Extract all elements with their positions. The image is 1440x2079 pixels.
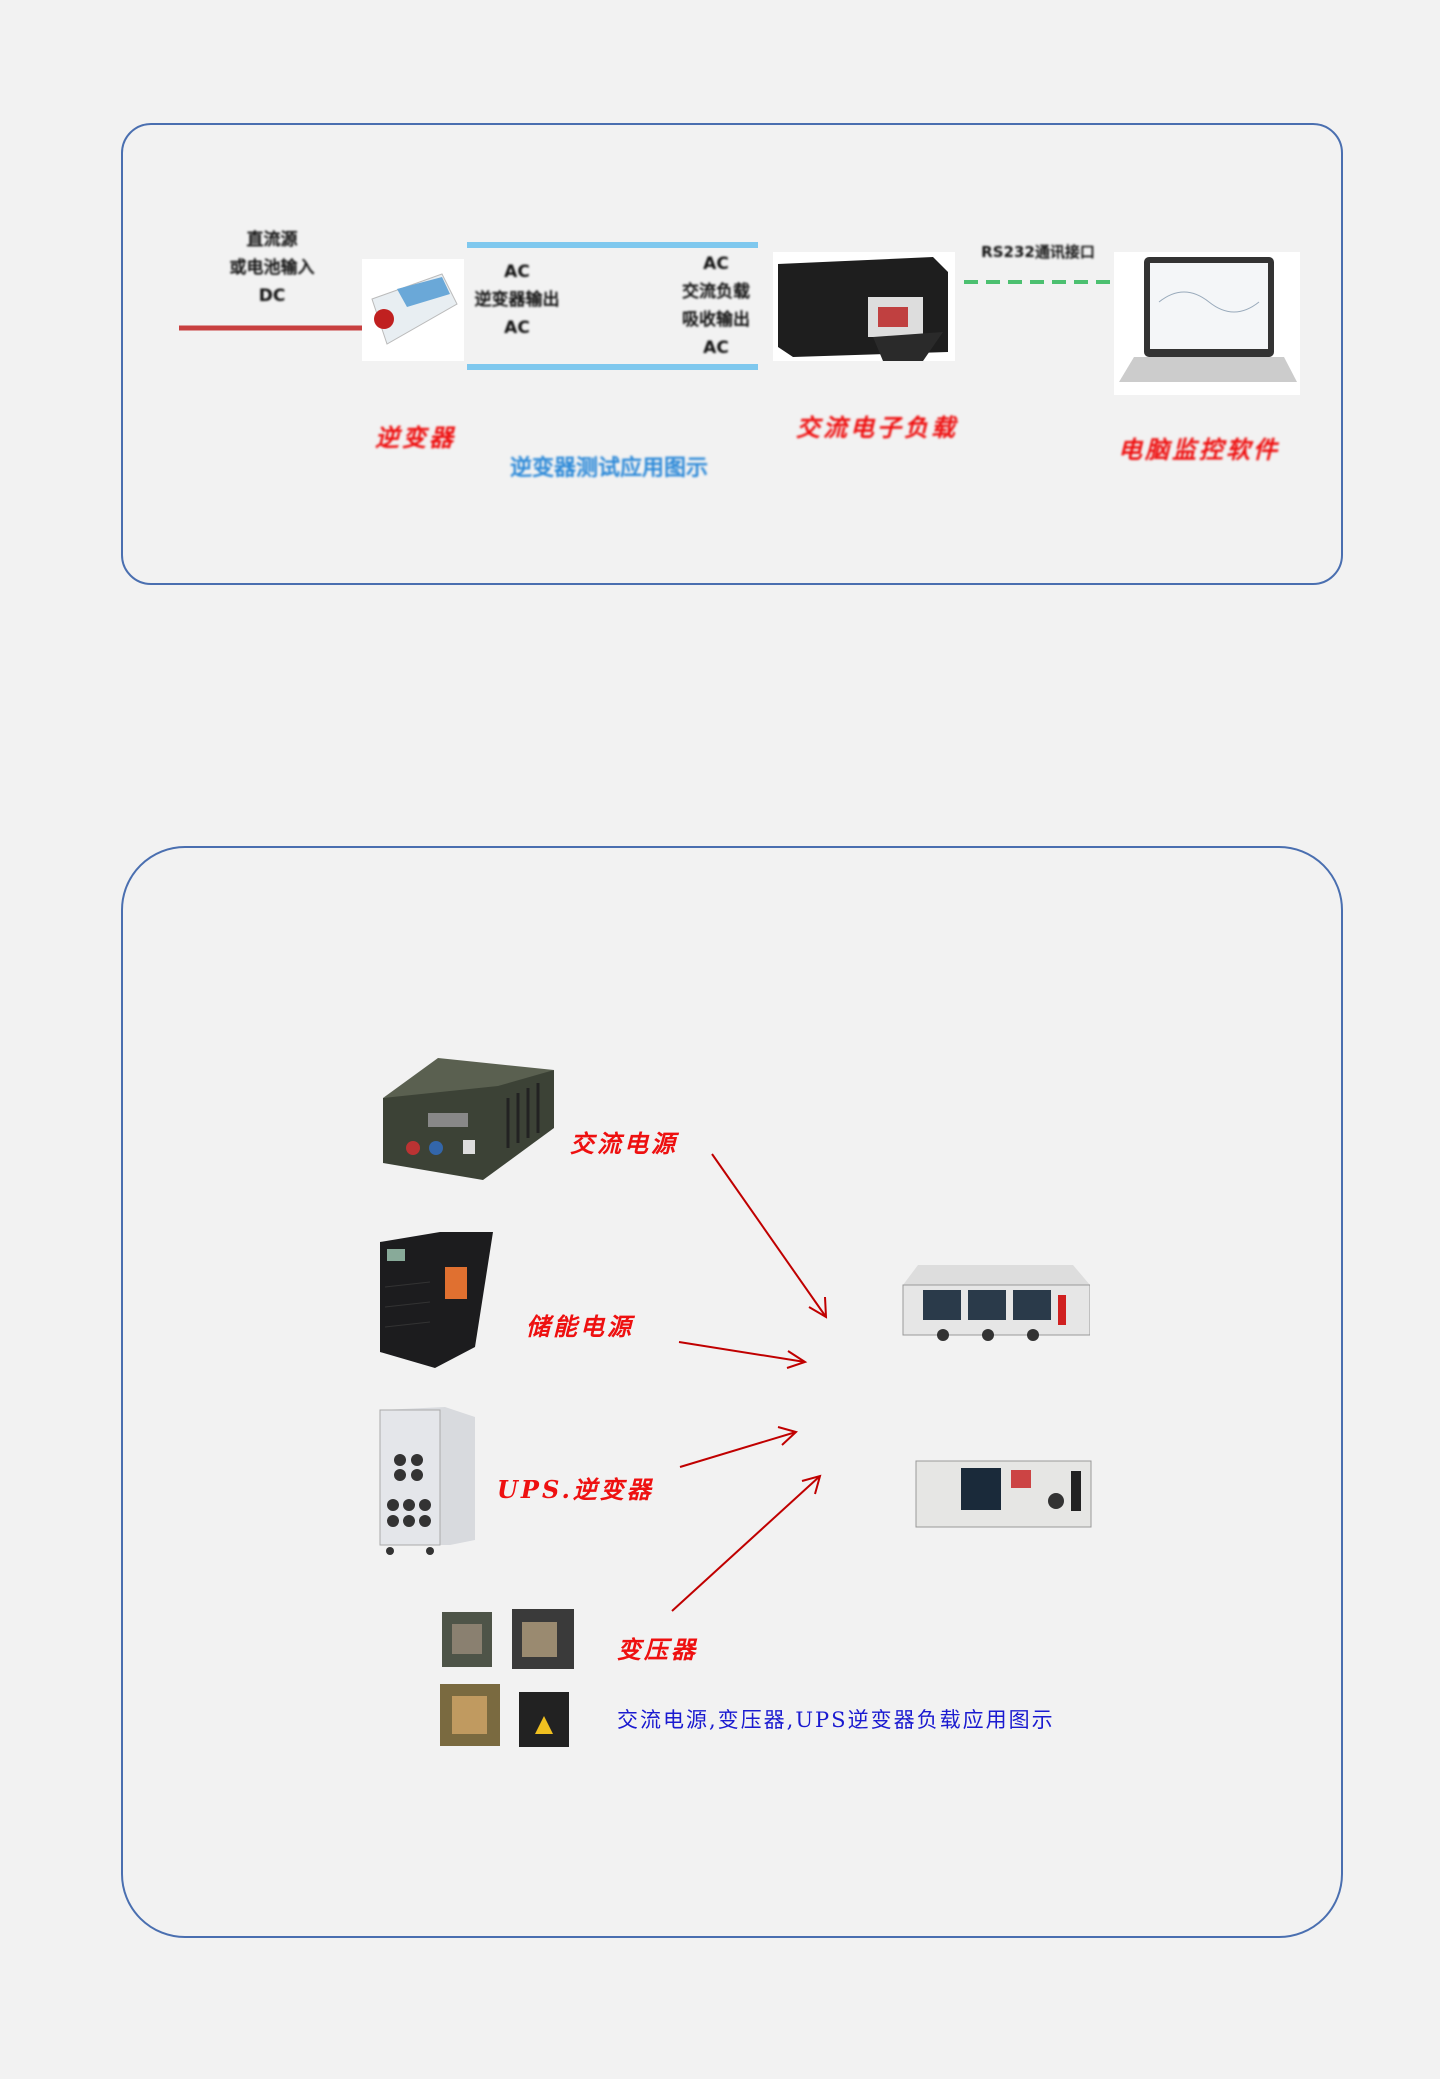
inverter-output-label: AC 逆变器输出 AC (462, 258, 572, 342)
rs232-label: RS232通讯接口 (981, 243, 1095, 261)
ac-load-label: 交流电子负载 (796, 413, 958, 442)
ac-electronic-load-image (773, 252, 955, 361)
label-line: AC (703, 254, 729, 274)
label-line: AC (504, 262, 530, 282)
diagram2-arrows (671, 1153, 828, 1612)
arrow-ups-inverter (679, 1426, 798, 1468)
ups-inverter-image (379, 1407, 475, 1555)
dc-input-label: 直流源 或电池输入 DC (212, 226, 332, 310)
ac-electronic-load-3ch-image (902, 1265, 1090, 1341)
source-label-ups-inverter: UPS.逆变器 (497, 1475, 654, 1504)
ac-electronic-load-image-2 (915, 1460, 1092, 1528)
load-application-diagram-panel (121, 846, 1343, 1938)
label-line: 或电池输入 (229, 258, 315, 278)
arrow-transformer (671, 1474, 822, 1612)
inverter-image (362, 259, 464, 361)
source-label-ac-power: 交流电源 (570, 1129, 678, 1158)
arrow-energy-storage (678, 1341, 808, 1369)
label-line: AC (504, 318, 530, 338)
label-line: 交流负载 (682, 282, 750, 302)
label-line: 吸收输出 (682, 310, 750, 330)
label-line: 直流源 (246, 230, 298, 250)
label-line: DC (258, 286, 286, 306)
source-label-transformer: 变压器 (617, 1635, 698, 1664)
arrow-ac-source (711, 1153, 828, 1319)
transformer-image (440, 1609, 574, 1747)
ac-load-input-label: AC 交流负载 吸收输出 AC (666, 250, 766, 362)
diagram2-caption: 交流电源,变压器,UPS逆变器负载应用图示 (617, 1708, 1055, 1732)
diagram1-connectors (179, 242, 1110, 370)
label-line: AC (703, 338, 729, 358)
laptop-image (1114, 252, 1300, 395)
source-label-energy-storage: 储能电源 (526, 1312, 634, 1341)
energy-storage-image (380, 1232, 493, 1368)
inverter-label: 逆变器 (375, 423, 456, 452)
pc-software-label: 电脑监控软件 (1118, 435, 1280, 464)
ac-power-source-image (383, 1058, 554, 1180)
label-line: 逆变器输出 (474, 290, 560, 310)
diagram1-title: 逆变器测试应用图示 (510, 455, 709, 481)
